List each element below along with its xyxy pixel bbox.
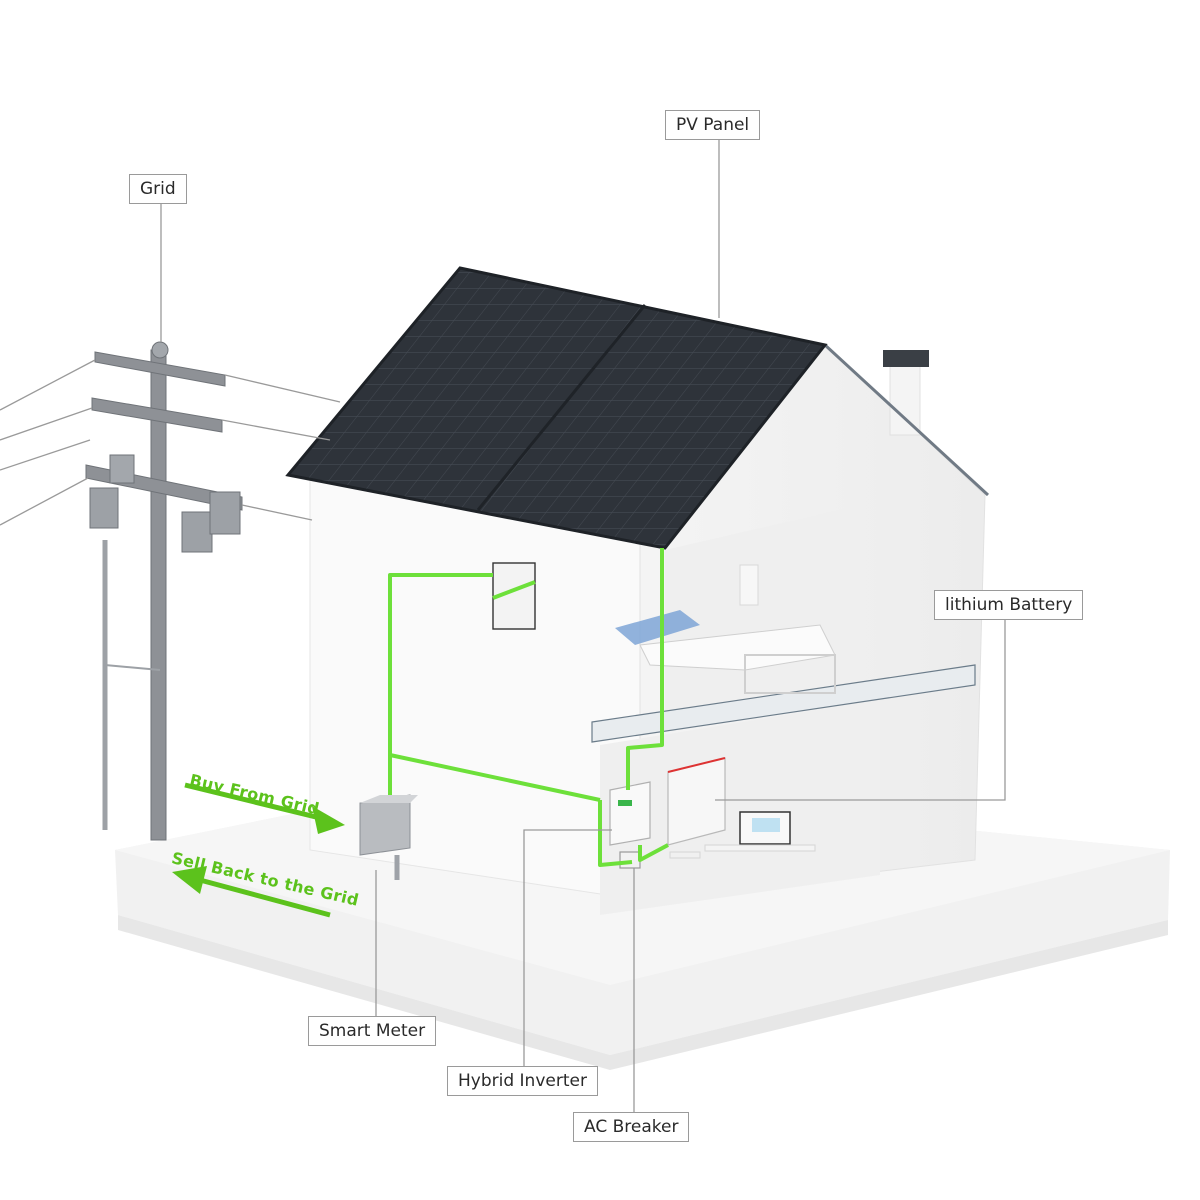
downstairs-equipment xyxy=(609,757,816,869)
power-wiring xyxy=(388,548,669,867)
buy-from-grid-arrow xyxy=(184,782,345,834)
grid-wires xyxy=(0,359,341,526)
sell-to-grid-arrow xyxy=(172,866,331,918)
bedroom-bed xyxy=(615,564,836,694)
label-ac-breaker: AC Breaker xyxy=(573,1112,690,1142)
label-smart-meter: Smart Meter xyxy=(308,1016,437,1046)
label-lithium-battery: lithium Battery xyxy=(934,590,1084,620)
leader-lines xyxy=(160,140,1006,1112)
utility-pole xyxy=(85,341,243,841)
inverter-unit xyxy=(609,781,651,846)
pv-roof xyxy=(285,266,828,550)
label-pv-panel: PV Panel xyxy=(665,110,761,140)
ac-breaker-unit xyxy=(619,851,641,869)
battery-unit xyxy=(667,757,726,846)
chimney xyxy=(889,364,921,436)
label-hybrid-inverter: Hybrid Inverter xyxy=(447,1066,598,1096)
label-grid: Grid xyxy=(129,174,187,204)
smart-meter-device xyxy=(359,794,418,880)
